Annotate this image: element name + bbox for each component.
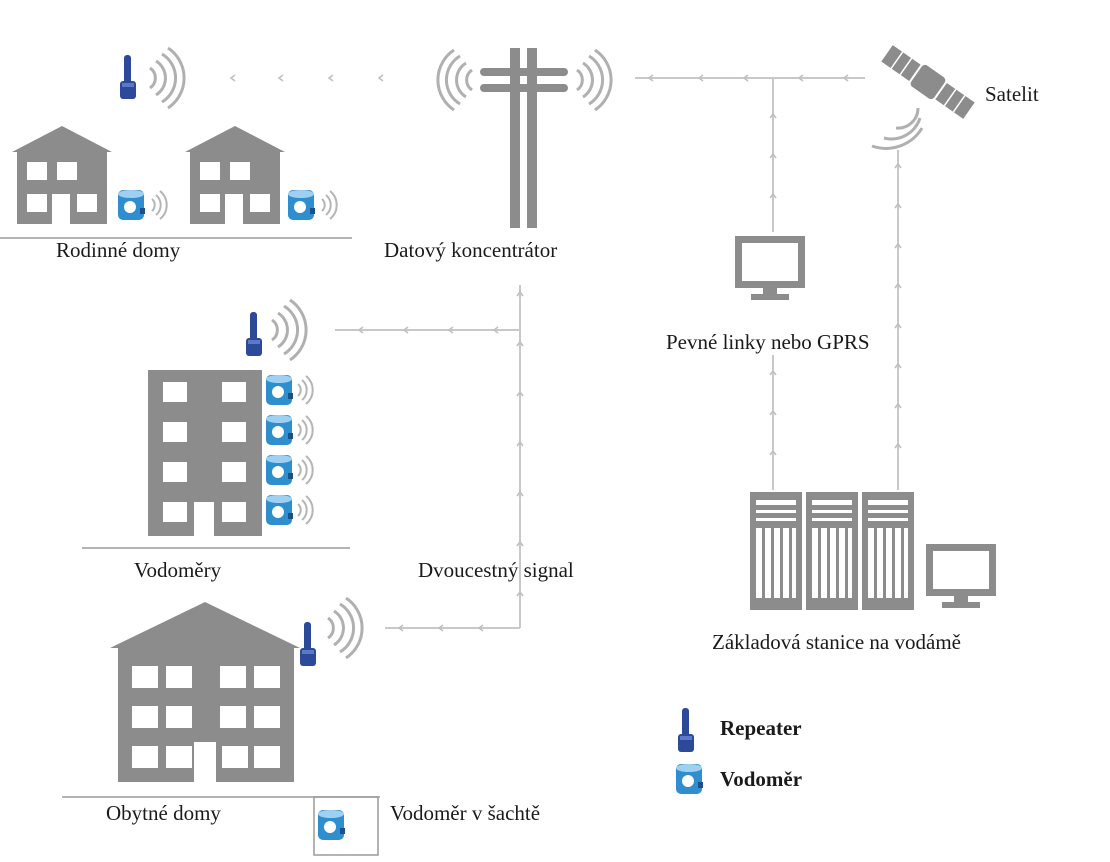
- legend-label-repeater: Repeater: [720, 716, 802, 740]
- meter-shaft: [313, 796, 379, 856]
- obytne-repeater: [300, 596, 364, 666]
- repeater-icon: [300, 622, 316, 666]
- signal-waves-icon: [326, 596, 364, 660]
- label-datovy-koncentrator: Datový koncentrátor: [384, 238, 558, 262]
- satellite-icon: [881, 45, 975, 119]
- water-meter-icon: [288, 190, 315, 220]
- label-pevne-linky: Pevné linky nebo GPRS: [666, 330, 870, 354]
- label-zakladova-stanice: Základová stanice na vodámě: [712, 630, 961, 654]
- family-houses: [0, 126, 352, 239]
- water-meter-icon: [676, 764, 703, 794]
- top-repeater: [120, 46, 186, 110]
- legend-label-vodomer: Vodoměr: [720, 767, 803, 791]
- apartment-building-icon: [148, 370, 262, 536]
- antenna-tower-icon: [436, 48, 613, 228]
- signal-waves-icon: [148, 46, 186, 110]
- repeater-to-concentrator-link: [230, 74, 384, 82]
- server-rack-icon: [750, 492, 914, 610]
- monitor-icon: [926, 544, 996, 608]
- repeater-icon: [246, 312, 262, 356]
- label-obytne-domy: Obytné domy: [106, 801, 221, 825]
- legend: [676, 708, 703, 794]
- label-dvoucestny-signal: Dvoucestný signal: [418, 558, 574, 582]
- label-vodomer-v-sachte: Vodoměr v šachtě: [390, 801, 541, 825]
- signal-waves-icon: [270, 298, 308, 362]
- connection-lines: [230, 74, 902, 632]
- monitor-icon: [735, 236, 805, 300]
- house-icon: [185, 126, 285, 224]
- house-icon: [12, 126, 112, 224]
- label-vodomery: Vodoměry: [134, 558, 222, 582]
- vodomery-meters: [266, 375, 314, 525]
- vodomery-repeater: [246, 298, 308, 362]
- label-rodinne-domy: Rodinné domy: [56, 238, 181, 262]
- repeater-icon: [678, 708, 694, 752]
- label-satelit: Satelit: [985, 82, 1039, 106]
- repeater-icon: [120, 55, 136, 99]
- water-meter-icon: [118, 190, 145, 220]
- water-meter-icon: [318, 810, 345, 840]
- apartment-building-icon: [110, 602, 300, 782]
